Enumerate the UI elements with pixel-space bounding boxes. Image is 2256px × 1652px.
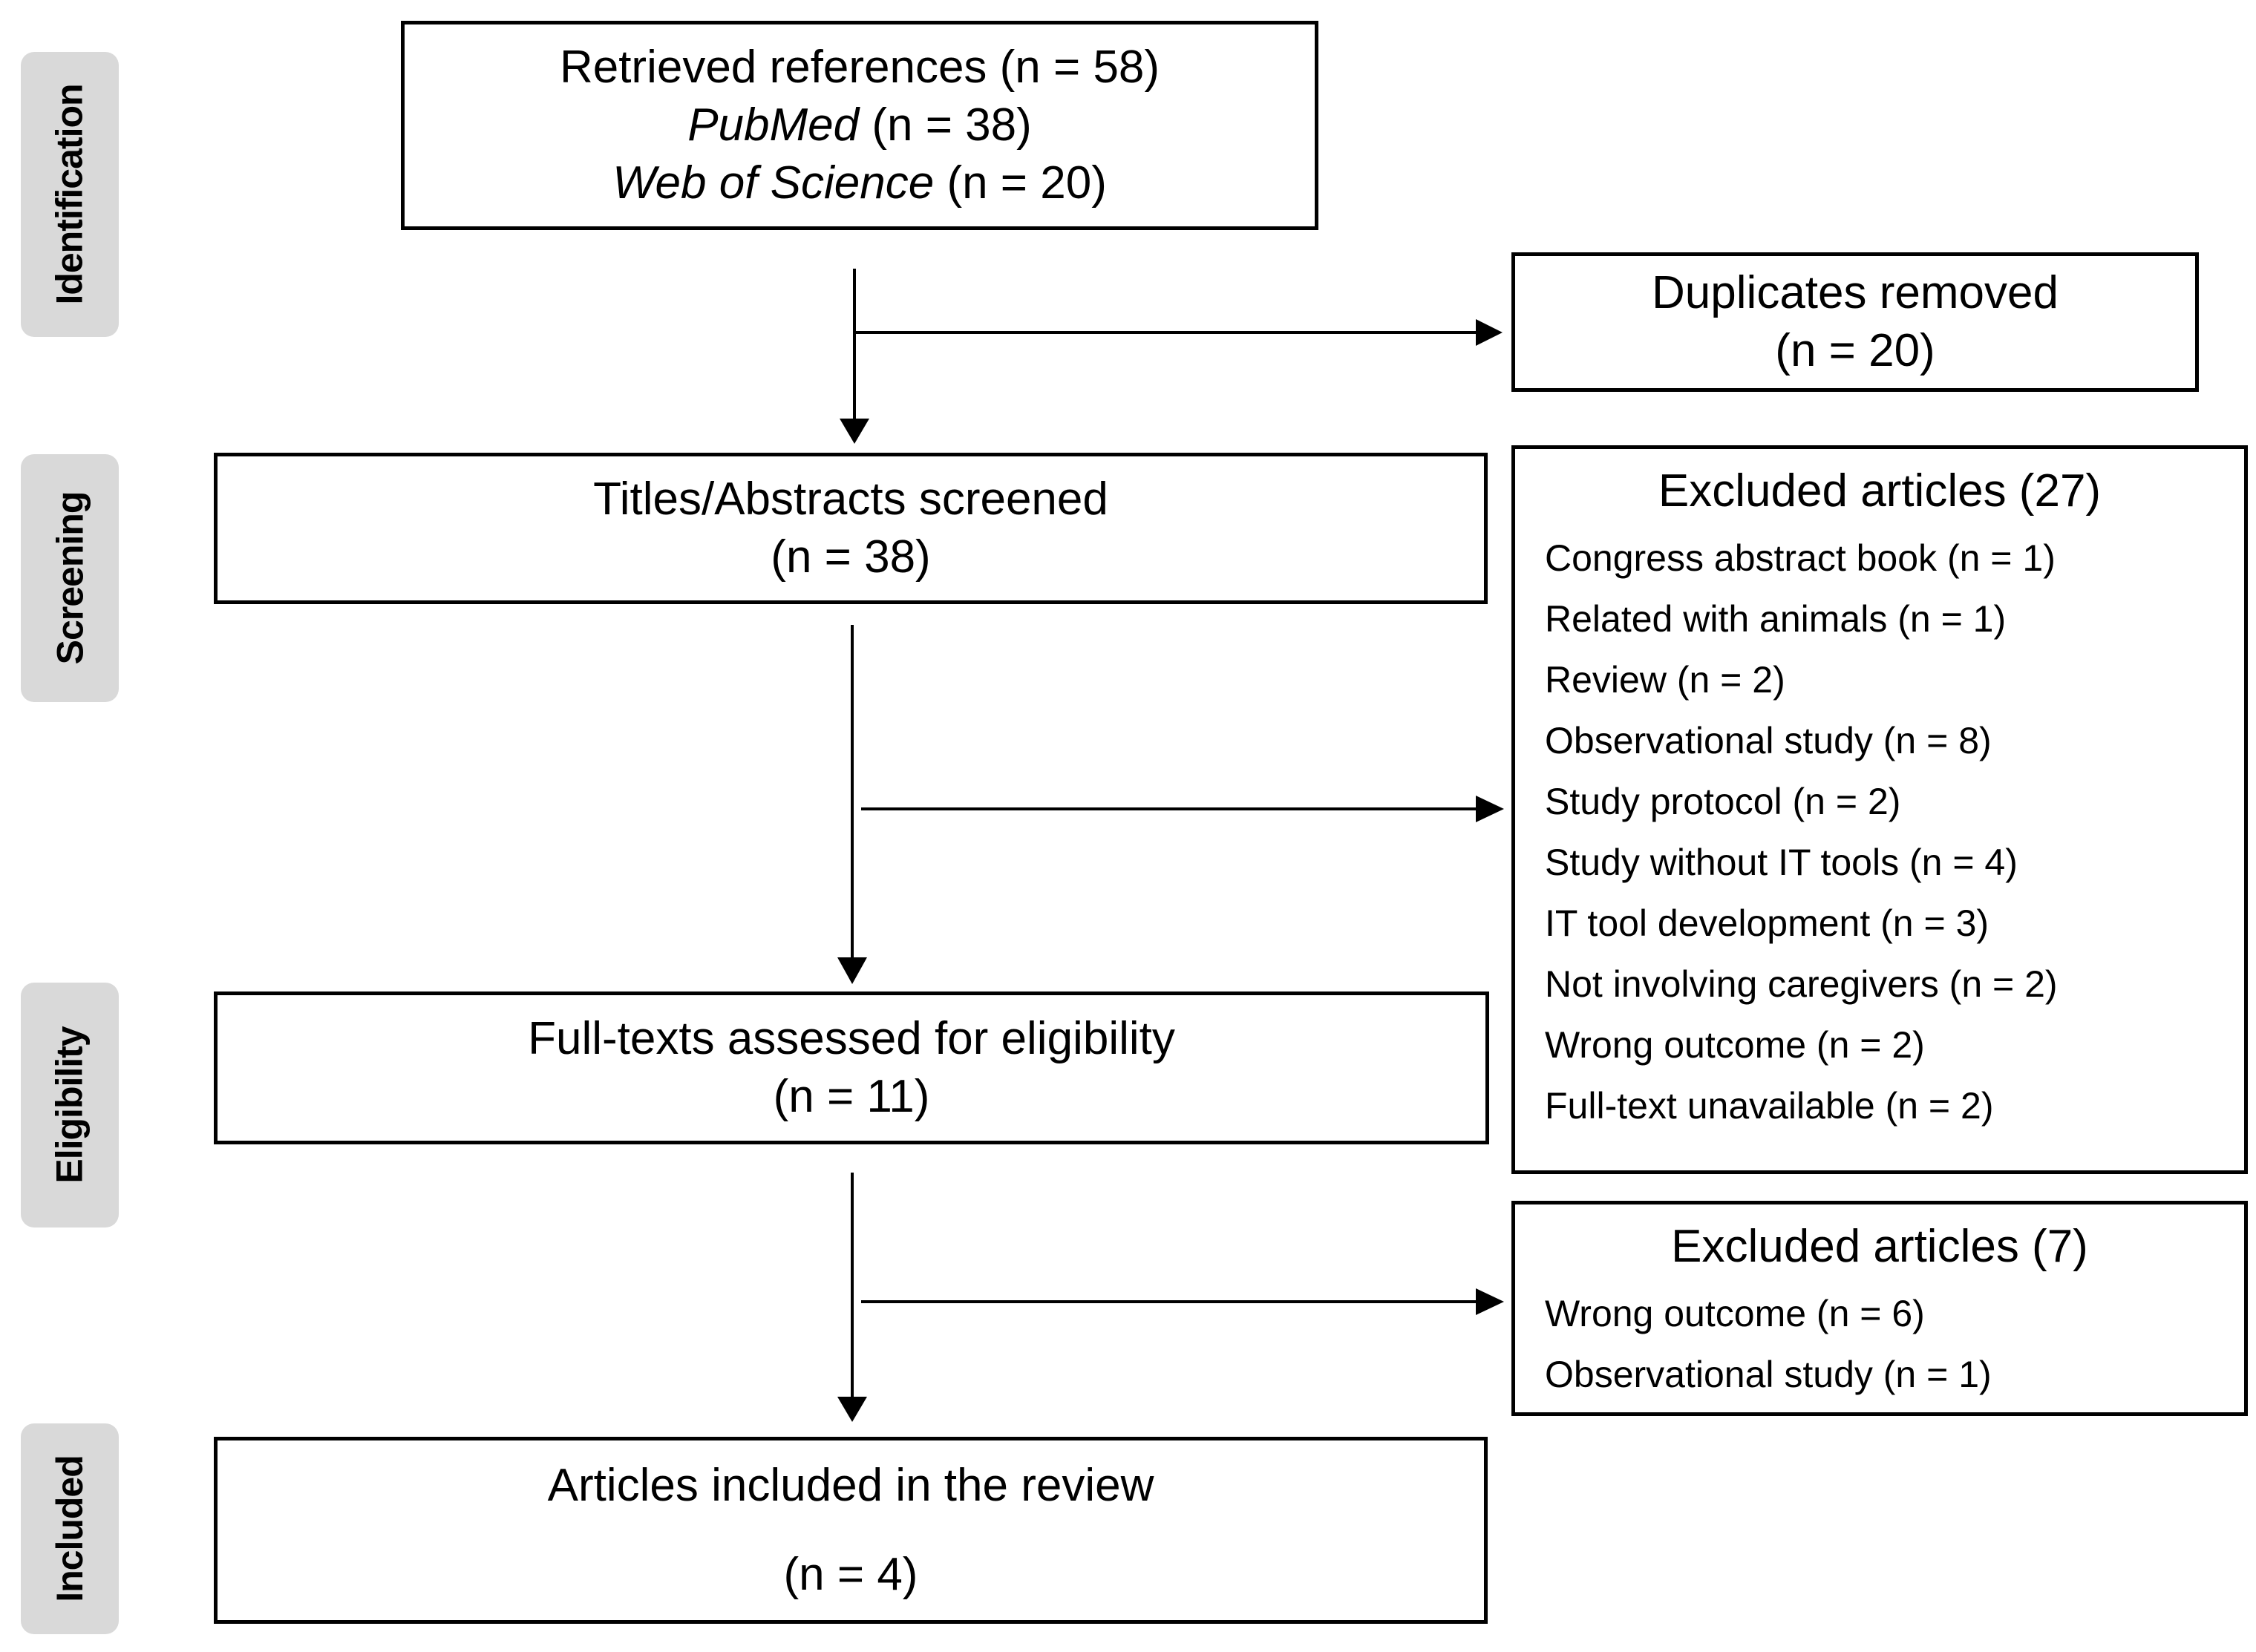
arrowhead-down — [837, 1397, 867, 1422]
eligibility-box: Full-texts assessed for eligibility (n =… — [214, 991, 1489, 1144]
excluded-eligibility-title: Excluded articles (7) — [1671, 1221, 2088, 1272]
pubmed-line: PubMed (n = 38) — [687, 96, 1032, 154]
wos-name: Web of Science — [612, 157, 935, 209]
duplicates-removed-box: Duplicates removed (n = 20) — [1511, 252, 2199, 392]
pubmed-count: (n = 38) — [872, 99, 1032, 151]
arrowhead-right — [1476, 796, 1504, 822]
arrowhead-right — [1476, 1288, 1504, 1315]
included-box: Articles included in the review (n = 4) — [214, 1437, 1488, 1624]
retrieved-references-box: Retrieved references (n = 58) PubMed (n … — [401, 21, 1318, 230]
arrowhead-down — [837, 957, 867, 984]
eligibility-count: (n = 11) — [773, 1071, 930, 1122]
phase-identification-label: Identification — [21, 52, 119, 337]
list-item: Wrong outcome (n = 6) — [1545, 1293, 1925, 1334]
screened-box: Titles/Abstracts screened (n = 38) — [214, 453, 1488, 604]
arrowhead-down — [840, 419, 869, 444]
screened-title: Titles/Abstracts screened — [593, 473, 1108, 525]
list-item: Related with animals (n = 1) — [1545, 598, 2007, 640]
excluded-eligibility-box: Excluded articles (7) Wrong outcome (n =… — [1511, 1201, 2248, 1416]
phase-eligibility-label: Eligibility — [21, 983, 119, 1227]
list-item: Full-text unavailable (n = 2) — [1545, 1085, 1994, 1127]
included-count: (n = 4) — [783, 1549, 918, 1600]
arrowhead-right — [1476, 319, 1503, 346]
retrieved-references-title: Retrieved references (n = 58) — [559, 42, 1160, 93]
excluded-screening-box: Excluded articles (27) Congress abstract… — [1511, 445, 2248, 1174]
pubmed-name: PubMed — [687, 99, 860, 151]
screened-count: (n = 38) — [771, 531, 931, 583]
list-item: Not involving caregivers (n = 2) — [1545, 963, 2058, 1005]
list-item: Observational study (n = 8) — [1545, 720, 1992, 761]
eligibility-title: Full-texts assessed for eligibility — [528, 1013, 1175, 1064]
list-item: Wrong outcome (n = 2) — [1545, 1024, 1925, 1066]
duplicates-removed-title: Duplicates removed — [1652, 267, 2059, 318]
list-item: Study without IT tools (n = 4) — [1545, 842, 2018, 883]
list-item: Congress abstract book (n = 1) — [1545, 537, 2056, 579]
phase-included-label: Included — [21, 1423, 119, 1634]
duplicates-removed-count: (n = 20) — [1775, 325, 1935, 376]
list-item: IT tool development (n = 3) — [1545, 902, 1989, 944]
wos-count: (n = 20) — [946, 157, 1107, 209]
excluded-screening-title: Excluded articles (27) — [1658, 465, 2102, 517]
included-title: Articles included in the review — [547, 1460, 1154, 1511]
list-item: Review (n = 2) — [1545, 659, 1785, 701]
list-item: Study protocol (n = 2) — [1545, 781, 1901, 822]
phase-screening-label: Screening — [21, 454, 119, 702]
list-item: Observational study (n = 1) — [1545, 1354, 1992, 1395]
wos-line: Web of Science (n = 20) — [612, 154, 1107, 212]
